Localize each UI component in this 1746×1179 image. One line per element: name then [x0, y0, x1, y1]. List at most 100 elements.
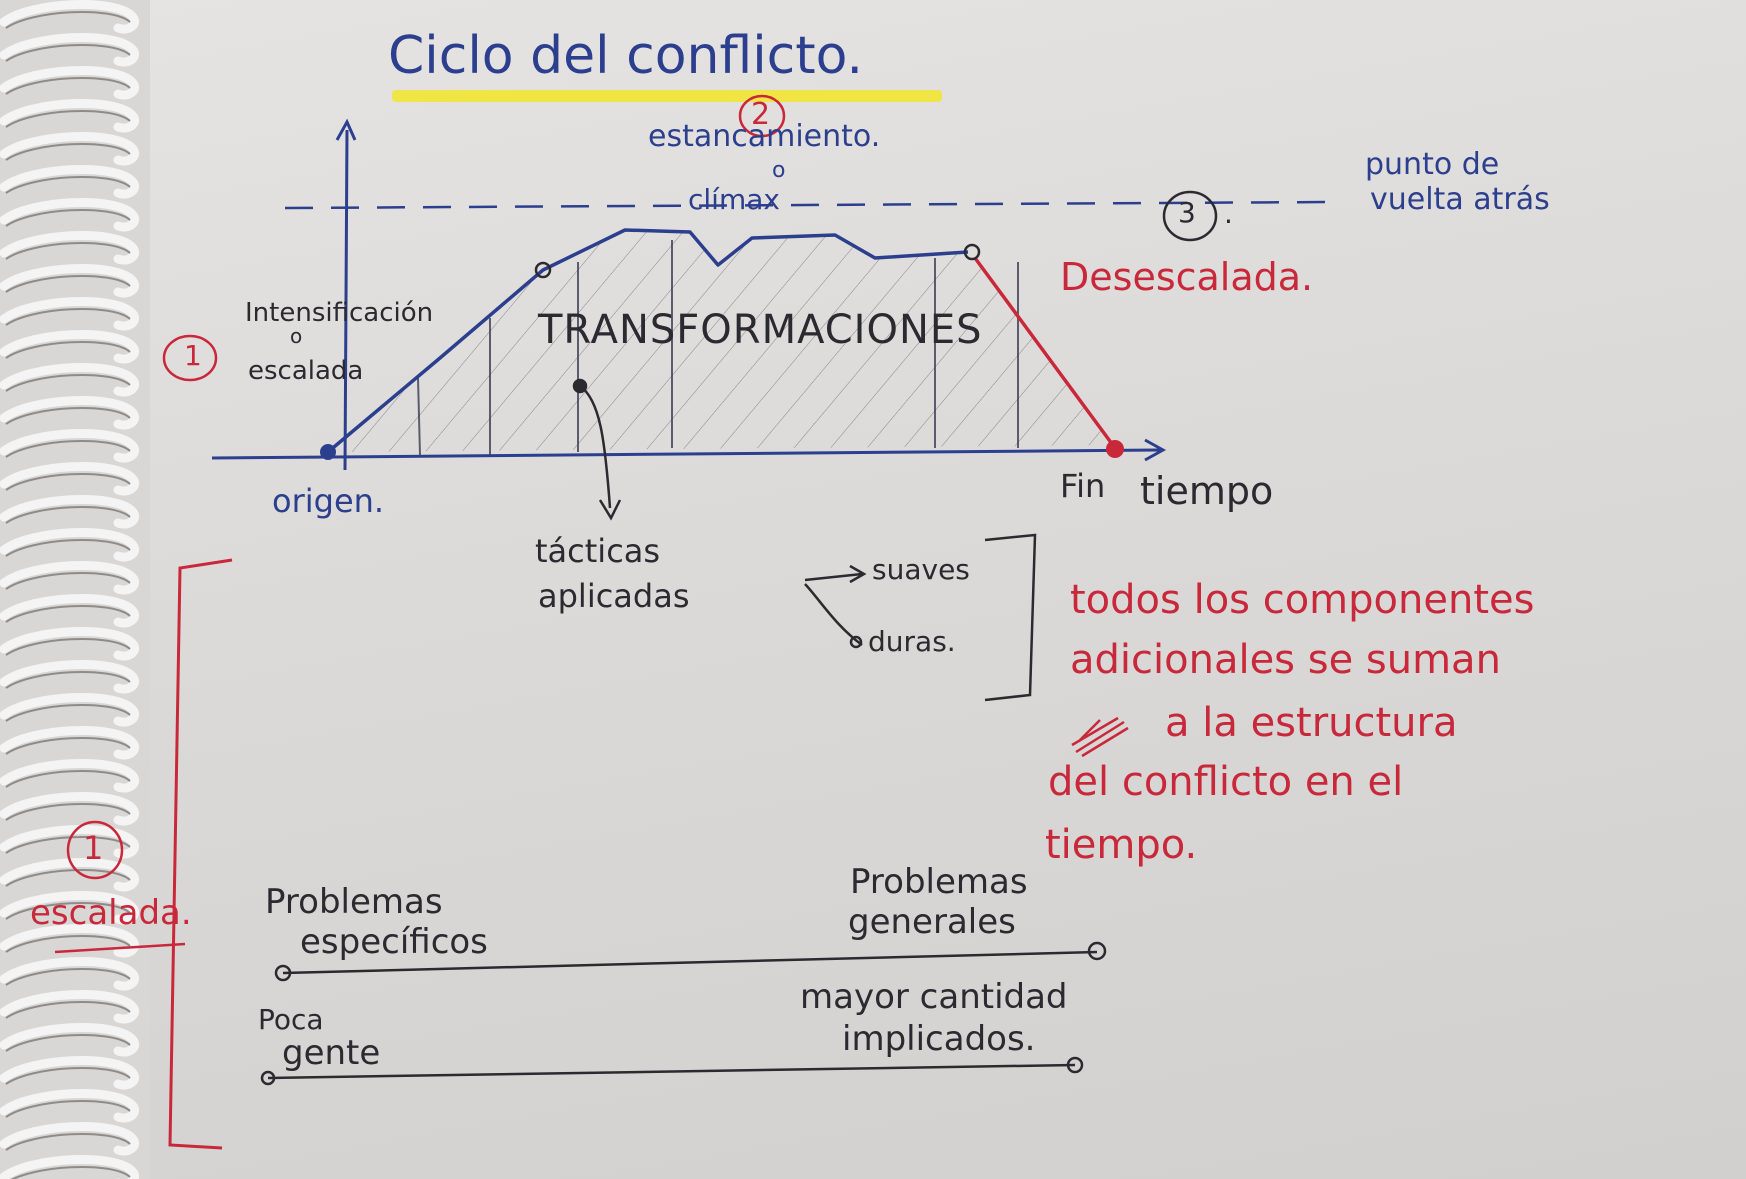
- spiral-ring-shadow: [5, 472, 131, 491]
- spiral-ring: [0, 297, 140, 331]
- spiral-ring: [0, 66, 140, 100]
- spiral-ring: [0, 660, 140, 694]
- note-line-1: todos los componentes: [1070, 577, 1535, 623]
- spiral-ring: [0, 231, 140, 265]
- spiral-ring-shadow: [5, 934, 131, 953]
- de-escalation-label: Desescalada.: [1060, 255, 1314, 299]
- tactics-label-line2: aplicadas: [538, 577, 690, 615]
- spiral-ring: [0, 594, 140, 628]
- stage2-label: estancamiento.: [648, 119, 881, 154]
- specific-problems-line1: Problemas: [265, 882, 443, 922]
- escalation-end-point: [534, 261, 552, 279]
- spiral-ring-shadow: [5, 10, 131, 29]
- spiral-ring-shadow: [5, 967, 131, 986]
- tactics-label-line1: tácticas: [535, 532, 661, 570]
- stage3-dot: .: [1224, 197, 1233, 230]
- spiral-ring-shadow: [11, 1165, 131, 1179]
- general-problems-line2: generales: [848, 902, 1016, 942]
- escalation-underline: [54, 942, 186, 954]
- conflict-curve: [326, 228, 969, 454]
- note-line-4: del conflicto en el: [1048, 759, 1404, 805]
- spiral-ring-shadow: [5, 439, 131, 458]
- people-range: [260, 1056, 1084, 1086]
- spiral-ring: [0, 924, 140, 958]
- general-problems-line1: Problemas: [850, 862, 1028, 902]
- tactics-branches: [804, 564, 867, 649]
- spiral-ring: [0, 363, 140, 397]
- spiral-ring: [0, 990, 140, 1024]
- bracket-number-circle: [66, 820, 124, 880]
- spiral-ring-shadow: [5, 1132, 131, 1151]
- spiral-ring: [0, 561, 140, 595]
- spiral-ring: [0, 429, 140, 463]
- spiral-ring-shadow: [5, 1066, 131, 1085]
- spiral-ring: [0, 0, 140, 34]
- spiral-ring-shadow: [5, 901, 131, 920]
- note-line-2: adicionales se suman: [1070, 637, 1501, 683]
- spiral-ring-shadow: [5, 241, 131, 260]
- spiral-ring: [0, 1155, 140, 1179]
- spiral-ring: [0, 330, 140, 364]
- end-label: Fin: [1060, 467, 1106, 505]
- spiral-ring-shadow: [5, 406, 131, 425]
- spiral-ring: [0, 132, 140, 166]
- spiral-ring: [0, 1023, 140, 1057]
- spiral-ring-shadow: [5, 373, 131, 392]
- spiral-ring: [0, 198, 140, 232]
- spiral-ring-shadow: [5, 208, 131, 227]
- spiral-ring: [0, 693, 140, 727]
- spiral-ring: [0, 957, 140, 991]
- de-escalation-line: [973, 256, 1117, 450]
- spiral-ring: [0, 528, 140, 562]
- spiral-ring-shadow: [5, 868, 131, 887]
- spiral-ring-shadow: [5, 76, 131, 95]
- spiral-ring: [0, 759, 140, 793]
- problems-range: [274, 941, 1107, 982]
- stage2-circle: [738, 94, 786, 138]
- axes: [211, 118, 1167, 471]
- spiral-ring-shadow: [5, 637, 131, 656]
- or-connector-2: o: [290, 324, 303, 348]
- title-highlight: [392, 90, 942, 102]
- time-axis-label: tiempo: [1140, 469, 1274, 513]
- spiral-ring: [0, 1089, 140, 1123]
- spiral-ring-shadow: [5, 274, 131, 293]
- spiral-ring-shadow: [5, 340, 131, 359]
- scribble-mark: [1071, 716, 1129, 758]
- climax-dashed-line: [284, 200, 1331, 210]
- escalation-label: escalada: [248, 356, 364, 386]
- spiral-ring-shadow: [5, 802, 131, 821]
- spiral-ring-shadow: [5, 604, 131, 623]
- intensification-label: Intensificación: [245, 298, 434, 328]
- spiral-ring-shadow: [5, 142, 131, 161]
- spiral-ring-shadow: [5, 43, 131, 62]
- stage3-number: 3: [1178, 196, 1196, 229]
- stage3-circle: [1162, 190, 1218, 242]
- stage1-circle: [162, 334, 218, 382]
- spiral-ring: [0, 1122, 140, 1156]
- spiral-ring-shadow: [5, 703, 131, 722]
- few-people-line2: gente: [282, 1033, 381, 1073]
- more-people-line1: mayor cantidad: [800, 977, 1068, 1017]
- or-connector-1: o: [772, 158, 786, 183]
- stagnation-end-point: [963, 243, 981, 261]
- bracket-label: escalada.: [30, 893, 192, 933]
- spiral-ring-shadow: [5, 307, 131, 326]
- spiral-ring-shadow: [5, 1033, 131, 1052]
- spiral-ring-shadow: [5, 670, 131, 689]
- page-title: Ciclo del conflicto.: [388, 26, 864, 86]
- spiral-ring: [0, 825, 140, 859]
- spiral-ring-shadow: [5, 175, 131, 194]
- spiral-ring-shadow: [5, 505, 131, 524]
- spiral-ring: [0, 264, 140, 298]
- note-line-5: tiempo.: [1045, 822, 1198, 868]
- spiral-ring: [0, 891, 140, 925]
- end-point: [1106, 440, 1124, 458]
- spiral-ring: [0, 627, 140, 661]
- turning-point-line2: vuelta atrás: [1370, 182, 1550, 217]
- spiral-ring-shadow: [5, 571, 131, 590]
- spiral-ring: [0, 792, 140, 826]
- stage1-number: 1: [184, 339, 202, 372]
